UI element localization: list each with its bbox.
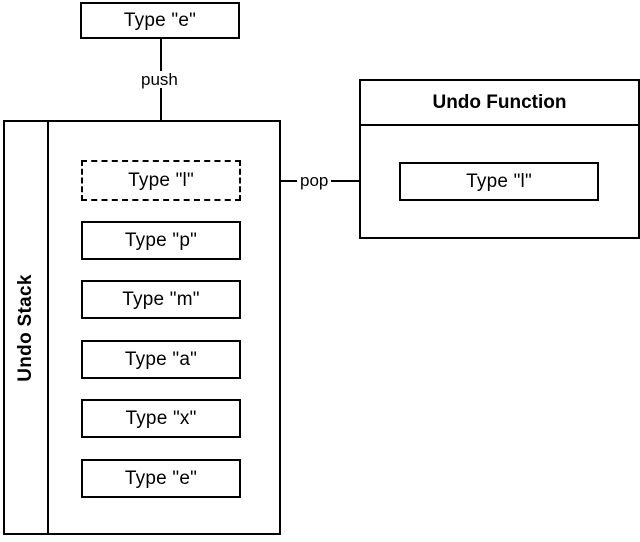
stack-item-label: Type "a" [124, 348, 198, 370]
stack-item-2[interactable]: Type "m" [81, 280, 241, 319]
stack-item-label: Type "e" [124, 467, 198, 489]
stack-item-5[interactable]: Type "e" [81, 459, 241, 498]
undo-function-panel: Undo Function [359, 79, 640, 239]
input-action-box: Type "e" [80, 2, 240, 39]
undo-function-title: Undo Function [432, 91, 567, 113]
stack-item-4[interactable]: Type "x" [81, 399, 241, 438]
stack-item-0[interactable]: Type "l" [81, 160, 241, 201]
undo-function-item-label: Type "l" [466, 170, 532, 192]
undo-function-item[interactable]: Type "l" [399, 162, 599, 201]
stack-item-label: Type "l" [128, 169, 194, 191]
stack-item-1[interactable]: Type "p" [81, 221, 241, 260]
stack-item-label: Type "p" [124, 229, 198, 251]
undo-stack-label: Undo Stack [15, 273, 36, 382]
stack-item-label: Type "m" [122, 288, 200, 310]
undo-function-header: Undo Function [361, 81, 638, 126]
push-edge-label: push [138, 71, 181, 88]
undo-stack-label-cell: Undo Stack [5, 122, 49, 533]
stack-item-label: Type "x" [125, 407, 197, 429]
pop-edge-label: pop [297, 172, 332, 189]
stack-item-3[interactable]: Type "a" [81, 340, 241, 379]
input-action-label: Type "e" [123, 9, 197, 31]
